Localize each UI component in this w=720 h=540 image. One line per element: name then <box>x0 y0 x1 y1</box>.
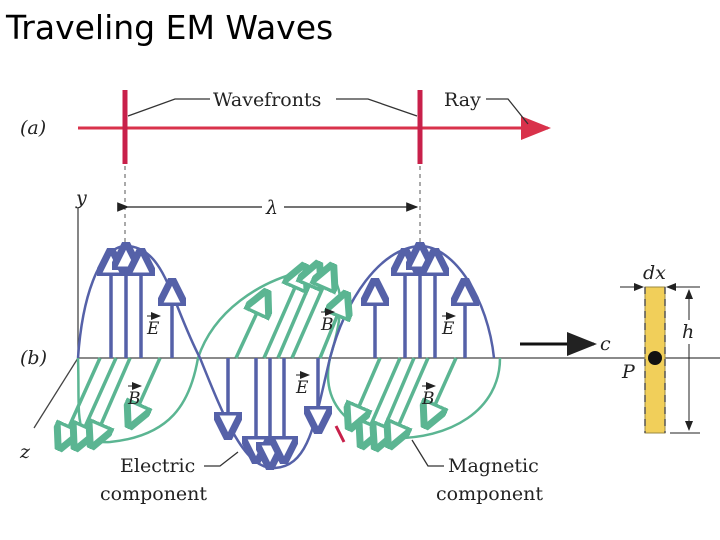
magnetic-leader <box>411 439 444 467</box>
b-vector <box>394 357 430 436</box>
z-axis <box>33 357 79 429</box>
wave-marker <box>334 425 346 443</box>
b-vector <box>318 304 342 359</box>
speed-label: c <box>600 333 611 355</box>
ray-leader <box>486 98 529 125</box>
electric-leader <box>204 451 239 467</box>
e-label: E <box>441 319 455 339</box>
dx-label: dx <box>643 262 666 284</box>
magnetic-label-line2: component <box>436 483 543 505</box>
wavelength-gap <box>262 194 284 218</box>
point-label: P <box>621 361 636 383</box>
e-label: E <box>295 378 309 398</box>
wavefronts-leader-1 <box>127 98 210 117</box>
e-label: E <box>146 319 160 339</box>
electric-vectors <box>111 256 465 456</box>
z-axis-label: z <box>19 441 31 463</box>
b-vector <box>354 357 382 418</box>
y-axis-label: y <box>75 187 87 209</box>
electric-label-line2: component <box>100 483 207 505</box>
b-vector <box>234 302 262 359</box>
b-vector <box>430 357 458 416</box>
magnetic-vectors <box>64 274 458 438</box>
panel-b-label: (b) <box>20 347 47 369</box>
magnetic-label-line1: Magnetic <box>448 455 539 477</box>
b-vector <box>366 357 402 436</box>
b-vector <box>80 357 118 438</box>
b-vector <box>262 276 300 359</box>
wavefronts-label: Wavefronts <box>213 89 321 111</box>
b-label: B <box>127 389 141 409</box>
b-label: B <box>421 389 435 409</box>
b-vector <box>96 357 132 436</box>
b-vector <box>276 274 314 359</box>
h-label: h <box>682 321 694 343</box>
panel-a-label: (a) <box>20 117 46 139</box>
slide-title: Traveling EM Waves <box>6 8 334 47</box>
ray-label: Ray <box>444 89 481 111</box>
b-label: B <box>320 315 334 335</box>
vector-labels: E E E B B B <box>127 308 456 409</box>
wavefronts-leader-2 <box>336 98 418 117</box>
b-vector <box>290 276 328 359</box>
wavelength-symbol: λ <box>265 197 278 219</box>
point-p-dot <box>648 351 662 365</box>
b-vector <box>134 357 162 416</box>
electric-label-line1: Electric <box>120 455 195 477</box>
